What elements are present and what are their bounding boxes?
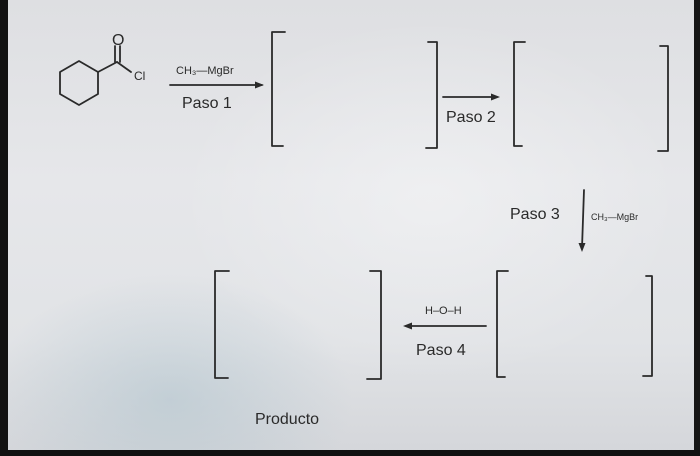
cyclohexane-ring xyxy=(59,60,99,106)
step3-reagent: CH₃—MgBr xyxy=(591,212,639,222)
step1-reagent: CH₃—MgBr xyxy=(176,65,234,77)
carbonyl-oxygen-label: O xyxy=(112,32,125,49)
bracket-2-right xyxy=(657,45,669,152)
bracket-3-left xyxy=(496,270,509,378)
bracket-3-right xyxy=(642,275,653,377)
bracket-2-left xyxy=(513,41,526,147)
ring-carbonyl-bond xyxy=(97,61,118,73)
product-bracket-right xyxy=(366,270,382,380)
step3-arrowhead xyxy=(578,243,586,252)
chlorine-label: Cl xyxy=(134,69,146,83)
step1-arrowhead xyxy=(255,81,264,89)
step3-arrow xyxy=(581,189,585,249)
step4-arrowhead xyxy=(403,322,412,330)
step4-reagent: H–O–H xyxy=(425,305,462,317)
step3-label: Paso 3 xyxy=(510,206,560,223)
step2-arrowhead xyxy=(491,93,500,101)
step4-label: Paso 4 xyxy=(416,342,466,359)
product-bracket-left xyxy=(214,270,230,379)
monitor-bezel-left xyxy=(0,0,8,456)
product-label: Producto xyxy=(255,411,320,428)
bracket-1-left xyxy=(271,31,286,147)
monitor-bezel-bottom xyxy=(0,450,700,456)
carbon-chlorine-bond xyxy=(116,61,132,73)
step2-label: Paso 2 xyxy=(446,109,496,126)
step1-label: Paso 1 xyxy=(182,95,232,112)
monitor-bezel-right xyxy=(694,0,700,456)
bracket-1-right xyxy=(425,41,438,149)
